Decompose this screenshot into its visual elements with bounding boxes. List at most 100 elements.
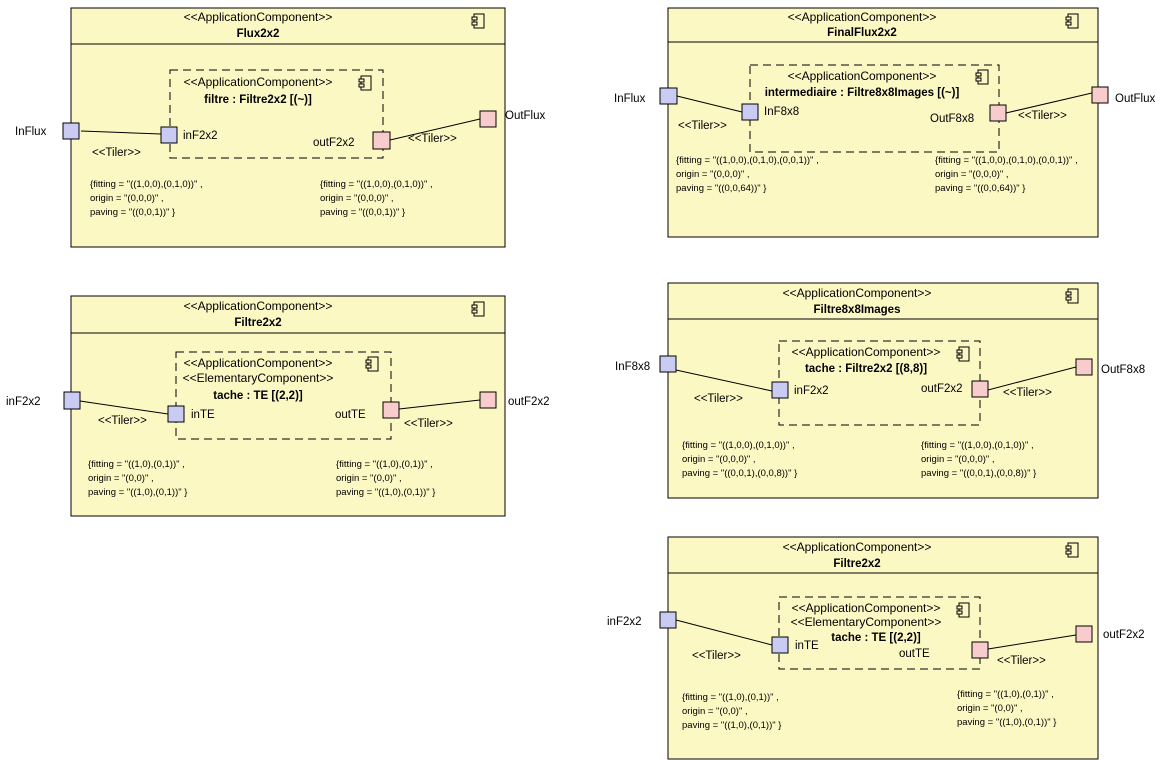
port-out-label: OutFlux [1115, 93, 1156, 105]
tiler-tag-left: {fitting = "((1,0),(0,1))" , origin = "(… [682, 692, 781, 731]
connector-out [398, 399, 481, 410]
part-intermediaire[interactable]: <<ApplicationComponent>> intermediaire :… [749, 64, 1000, 153]
inner-port-in[interactable] [167, 405, 185, 423]
inner-port-out[interactable] [971, 641, 989, 659]
svg-text:origin = "(0,0)" ,: origin = "(0,0)" , [682, 706, 748, 717]
stereotype: <<ApplicationComponent>> [783, 286, 932, 300]
inner-port-out[interactable] [989, 104, 1007, 122]
inner-port-in[interactable] [771, 381, 789, 399]
svg-text:{fitting = "((1,0),(0,1))": {fitting = "((1,0),(0,1))" , [957, 689, 1054, 700]
tiler-tag-left: {fitting = "((1,0,0),(0,1,0),(0,0,1))" ,… [676, 155, 819, 194]
port-out-label: OutFlux [505, 110, 546, 122]
inner-port-in[interactable] [160, 126, 178, 144]
inner-port-in[interactable] [741, 103, 759, 121]
port-out[interactable] [1091, 86, 1109, 104]
component-filtre2x2-right[interactable]: <<ApplicationComponent>> Filtre2x2 <<App… [607, 536, 1145, 760]
inner-port-out-label: outTE [335, 409, 366, 421]
svg-text:origin = "(0,0,0)" ,: origin = "(0,0,0)" , [921, 454, 995, 465]
inner-port-out[interactable] [382, 401, 400, 419]
inner-port-out[interactable] [971, 380, 989, 398]
svg-text:origin = "(0,0,0)" ,: origin = "(0,0,0)" , [90, 193, 164, 204]
inner-port-out[interactable] [372, 131, 391, 150]
svg-text:origin = "(0,0,0)" ,: origin = "(0,0,0)" , [935, 169, 1009, 180]
svg-text:origin = "(0,0,0)" ,: origin = "(0,0,0)" , [682, 454, 756, 465]
svg-text:paving = "((0,0,1))" }: paving = "((0,0,1))" } [90, 207, 175, 218]
component-icon [365, 356, 379, 372]
part-name: tache : TE [(2,2)] [213, 390, 303, 402]
port-out-label: outF2x2 [508, 396, 550, 408]
component-icon [956, 346, 970, 362]
connector-in [676, 95, 743, 113]
tiler-label-out: <<Tiler>> [1003, 387, 1052, 399]
port-out[interactable] [1075, 625, 1093, 643]
part-stereotype: <<ApplicationComponent>> [788, 69, 937, 83]
svg-text:paving = "((0,0,1),(0,0,8))": paving = "((0,0,1),(0,0,8))" } [921, 468, 1036, 479]
svg-text:paving = "((0,0,1),(0,0,8))": paving = "((0,0,1),(0,0,8))" } [682, 468, 797, 479]
svg-text:origin = "(0,0)" ,: origin = "(0,0)" , [88, 473, 154, 484]
svg-text:{fitting = "((1,0,0),(0,1,0))": {fitting = "((1,0,0),(0,1,0))" , [921, 440, 1034, 451]
port-in[interactable] [63, 391, 81, 410]
component-filtre2x2-left[interactable]: <<ApplicationComponent>> Filtre2x2 <<App… [6, 295, 550, 517]
port-in-label: InFlux [15, 126, 47, 138]
port-in-label: inF2x2 [6, 396, 41, 408]
tiler-label-in: <<Tiler>> [694, 393, 743, 405]
tiler-tag-right: {fitting = "((1,0,0),(0,1,0),(0,0,1))" ,… [935, 155, 1078, 194]
inner-port-in[interactable] [771, 636, 789, 654]
tiler-label-out: <<Tiler>> [1018, 110, 1067, 122]
port-in-label: inF2x2 [607, 616, 642, 628]
svg-text:paving = "((1,0),(0,1))" }: paving = "((1,0),(0,1))" } [682, 720, 781, 731]
tiler-label-in: <<Tiler>> [692, 650, 741, 662]
svg-text:{fitting = "((1,0,0),(0,1,0),(: {fitting = "((1,0,0),(0,1,0),(0,0,1))" , [676, 155, 819, 166]
component-name: Flux2x2 [237, 28, 280, 40]
component-icon [471, 301, 485, 317]
port-in[interactable] [659, 611, 677, 629]
svg-text:{fitting = "((1,0),(0,1))": {fitting = "((1,0),(0,1))" , [336, 459, 433, 470]
port-in-label: InF8x8 [615, 361, 650, 373]
part-filtre[interactable]: <<ApplicationComponent>> filtre : Filtre… [169, 69, 384, 159]
stereotype: <<ApplicationComponent>> [184, 10, 333, 24]
svg-text:paving = "((1,0),(0,1))" }: paving = "((1,0),(0,1))" } [336, 487, 435, 498]
component-finalflux2x2[interactable]: <<ApplicationComponent>> FinalFlux2x2 <<… [614, 7, 1156, 238]
stereotype: <<ApplicationComponent>> [184, 299, 333, 313]
svg-text:{fitting = "((1,0,0),(0,1,0),(: {fitting = "((1,0,0),(0,1,0),(0,0,1))" , [935, 155, 1078, 166]
inner-port-out-label: outTE [899, 648, 930, 660]
svg-text:paving = "((1,0),(0,1))" }: paving = "((1,0),(0,1))" } [957, 717, 1056, 728]
port-out[interactable] [479, 110, 497, 128]
tiler-tag-left: {fitting = "((1,0),(0,1))" , origin = "(… [88, 459, 187, 498]
inner-port-in-label: inTE [191, 409, 215, 421]
tiler-tag-right: {fitting = "((1,0),(0,1))" , origin = "(… [336, 459, 435, 498]
component-filtre8x8images[interactable]: <<ApplicationComponent>> Filtre8x8Images… [615, 282, 1145, 499]
port-in[interactable] [62, 122, 80, 140]
part-tache[interactable]: <<ApplicationComponent>> tache : Filtre2… [778, 340, 981, 426]
port-in[interactable] [659, 87, 678, 105]
component-icon [1065, 542, 1079, 558]
component-flux2x2[interactable]: <<ApplicationComponent>> Flux2x2 <<Appli… [15, 7, 546, 248]
tiler-tag-right: {fitting = "((1,0,0),(0,1,0))" , origin … [921, 440, 1036, 479]
svg-text:paving = "((0,0,1))" }: paving = "((0,0,1))" } [320, 207, 405, 218]
part-name: intermediaire : Filtre8x8Images [(~)] [765, 87, 960, 99]
port-out[interactable] [1075, 358, 1093, 376]
port-out[interactable] [479, 391, 497, 409]
svg-text:paving = "((0,0,64))" }: paving = "((0,0,64))" } [935, 183, 1025, 194]
connector-out [987, 366, 1077, 391]
port-in[interactable] [659, 355, 677, 373]
inner-port-out-label: outF2x2 [921, 383, 963, 395]
stereotype: <<ApplicationComponent>> [783, 540, 932, 554]
part-stereotype: <<ApplicationComponent>> [184, 356, 333, 370]
port-out-label: OutF8x8 [1101, 364, 1145, 376]
inner-port-in-label: InF8x8 [764, 106, 799, 118]
part-name: tache : TE [(2,2)] [831, 632, 921, 644]
component-name: FinalFlux2x2 [827, 27, 897, 39]
part-stereotype: <<ApplicationComponent>> [792, 345, 941, 359]
svg-text:{fitting = "((1,0,0),(0,1,0))": {fitting = "((1,0,0),(0,1,0))" , [320, 179, 433, 190]
component-icon [471, 13, 485, 29]
port-in-label: InFlux [614, 93, 646, 105]
part-tache[interactable]: <<ApplicationComponent>> <<ElementaryCom… [778, 596, 981, 670]
part-name: filtre : Filtre2x2 [(~)] [204, 94, 312, 106]
component-name: Filtre2x2 [234, 317, 281, 329]
part-tache[interactable]: <<ApplicationComponent>> <<ElementaryCom… [175, 351, 392, 440]
inner-port-out-label: OutF8x8 [930, 113, 974, 125]
part-stereotype: <<ApplicationComponent>> [792, 601, 941, 615]
port-out-label: outF2x2 [1103, 629, 1145, 641]
tiler-tag-right: {fitting = "((1,0),(0,1))" , origin = "(… [957, 689, 1056, 728]
